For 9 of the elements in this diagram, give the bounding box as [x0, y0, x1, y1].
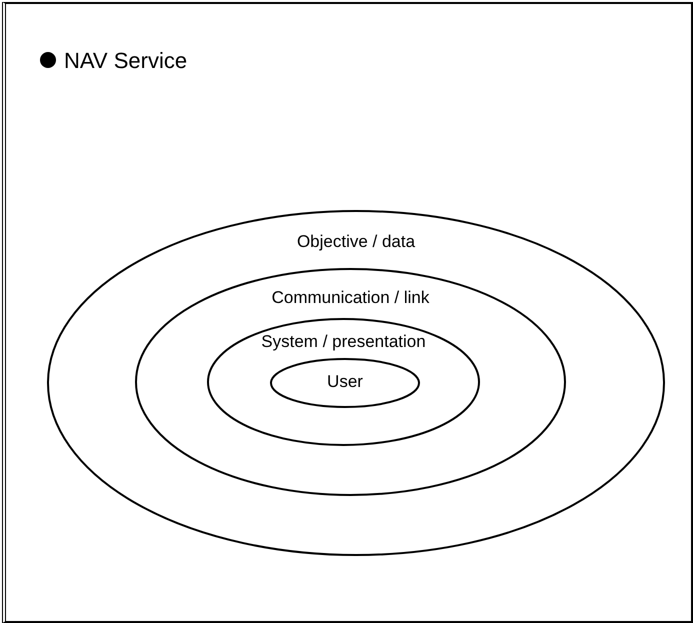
- ellipse-ring: [207, 318, 480, 446]
- ellipse-ring: [135, 268, 566, 496]
- ellipse-ring: [47, 210, 665, 556]
- ring-label: Communication / link: [272, 288, 430, 308]
- title: NAV Service: [64, 48, 188, 74]
- ellipse-ring: [270, 358, 420, 408]
- ring-label: Objective / data: [296, 232, 416, 252]
- ring-label: System / presentation: [261, 332, 426, 352]
- ring-label: User: [327, 372, 363, 392]
